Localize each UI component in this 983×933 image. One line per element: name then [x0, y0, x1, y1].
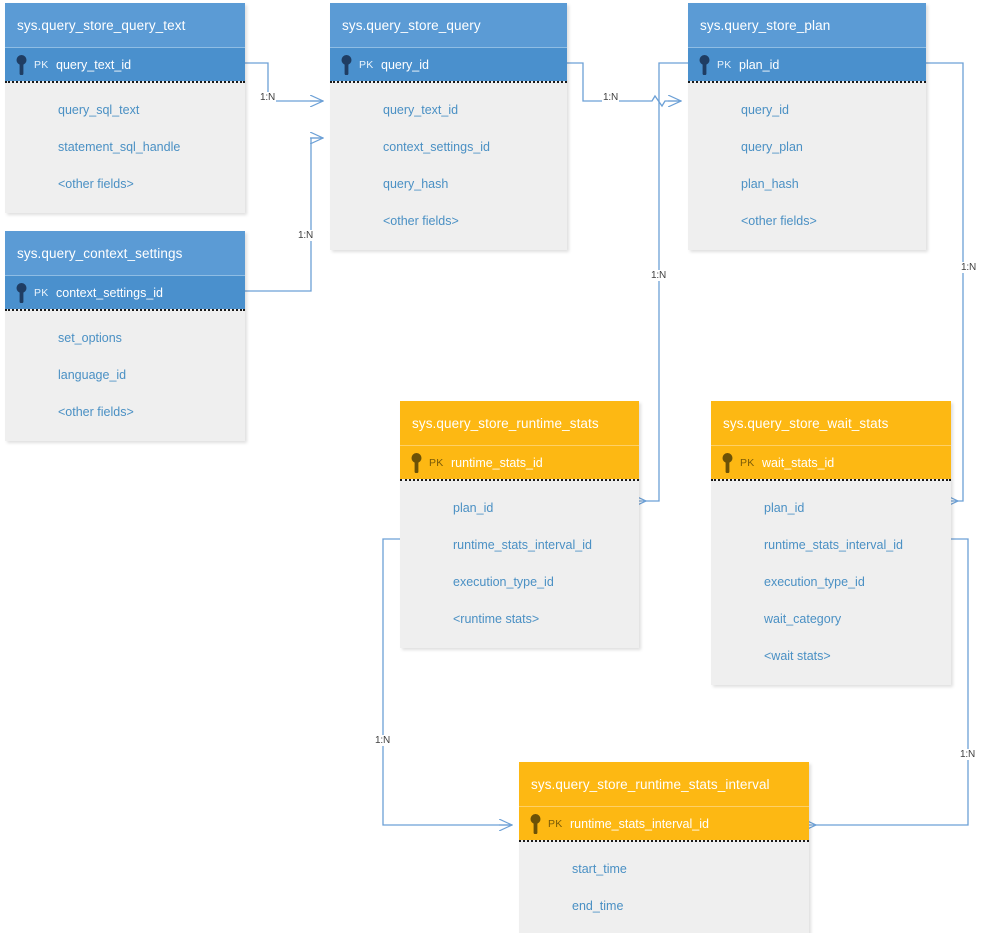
entity-field-list: start_time end_time	[519, 840, 809, 933]
entity-field: plan_id	[764, 501, 805, 515]
entity-field: language_id	[58, 368, 127, 382]
entity-primary-key-row[interactable]: PK plan_id	[688, 48, 926, 81]
pk-field-name: runtime_stats_id	[451, 455, 543, 470]
key-icon	[698, 54, 714, 76]
pk-field-name: plan_id	[739, 57, 780, 72]
entity-field-list: query_text_id context_settings_id query_…	[330, 81, 567, 250]
key-icon	[340, 54, 356, 76]
connector-plan-to-runtime-stats	[646, 62, 688, 501]
entity-field-list: plan_id runtime_stats_interval_id execut…	[711, 479, 951, 685]
pk-tag: PK	[34, 58, 49, 71]
cardinality-label-query-text-to-query: 1:N	[259, 92, 276, 103]
key-icon	[15, 54, 31, 76]
entity-query-store-wait-stats[interactable]: sys.query_store_wait_stats PK wait_stats…	[711, 401, 951, 685]
connector-query-text-to-query	[245, 62, 323, 101]
entity-title: sys.query_store_query_text	[5, 3, 245, 48]
entity-title: sys.query_context_settings	[5, 231, 245, 276]
key-icon	[410, 452, 426, 474]
entity-query-store-runtime-stats[interactable]: sys.query_store_runtime_stats PK runtime…	[400, 401, 639, 648]
cardinality-label-query-to-plan: 1:N	[602, 92, 619, 103]
entity-primary-key-row[interactable]: PK runtime_stats_id	[400, 446, 639, 479]
connector-context-to-query	[245, 138, 323, 292]
key-icon	[15, 282, 31, 304]
pk-tag: PK	[34, 286, 49, 299]
cardinality-label-plan-to-runtime-stats: 1:N	[650, 270, 667, 281]
entity-primary-key-row[interactable]: PK query_id	[330, 48, 567, 81]
entity-field: end_time	[572, 899, 624, 913]
pk-tag: PK	[740, 456, 755, 469]
entity-query-store-runtime-stats-interval[interactable]: sys.query_store_runtime_stats_interval P…	[519, 762, 809, 933]
cardinality-label-plan-to-wait-stats: 1:N	[960, 262, 977, 273]
pk-tag: PK	[359, 58, 374, 71]
entity-query-store-query-text[interactable]: sys.query_store_query_text PK query_text…	[5, 3, 245, 213]
entity-field: <runtime stats>	[453, 612, 540, 626]
pk-field-name: runtime_stats_interval_id	[570, 816, 709, 831]
pk-tag: PK	[548, 817, 563, 830]
entity-field: plan_id	[453, 501, 494, 515]
entity-field: execution_type_id	[764, 575, 865, 589]
entity-primary-key-row[interactable]: PK context_settings_id	[5, 276, 245, 309]
entity-field: query_hash	[383, 177, 449, 191]
connector-query-to-plan	[567, 62, 681, 108]
entity-field: wait_category	[764, 612, 842, 626]
key-icon	[529, 813, 545, 835]
entity-field: statement_sql_handle	[58, 140, 181, 154]
pk-tag: PK	[717, 58, 732, 71]
entity-field: execution_type_id	[453, 575, 554, 589]
entity-field: context_settings_id	[383, 140, 491, 154]
entity-field: query_id	[741, 103, 789, 117]
entity-field: query_sql_text	[58, 103, 140, 117]
entity-field: query_text_id	[383, 103, 459, 117]
entity-field-list: plan_id runtime_stats_interval_id execut…	[400, 479, 639, 648]
entity-query-store-plan[interactable]: sys.query_store_plan PK plan_id query_id…	[688, 3, 926, 250]
cardinality-label-context-to-query: 1:N	[297, 230, 314, 241]
entity-field: runtime_stats_interval_id	[453, 538, 592, 552]
pk-field-name: context_settings_id	[56, 285, 164, 300]
entity-primary-key-row[interactable]: PK query_text_id	[5, 48, 245, 81]
cardinality-label-interval-to-runtime-stats: 1:N	[374, 735, 391, 746]
entity-field: query_plan	[741, 140, 803, 154]
entity-primary-key-row[interactable]: PK runtime_stats_interval_id	[519, 807, 809, 840]
entity-field: plan_hash	[741, 177, 799, 191]
cardinality-label-interval-to-wait-stats: 1:N	[959, 749, 976, 760]
entity-field: <other fields>	[58, 177, 134, 191]
entity-query-store-query[interactable]: sys.query_store_query PK query_id query_…	[330, 3, 567, 250]
entity-title: sys.query_store_wait_stats	[711, 401, 951, 446]
pk-field-name: query_id	[381, 57, 429, 72]
entity-field: runtime_stats_interval_id	[764, 538, 903, 552]
entity-title: sys.query_store_runtime_stats	[400, 401, 639, 446]
key-icon	[721, 452, 737, 474]
pk-field-name: query_text_id	[56, 57, 132, 72]
entity-field: <other fields>	[741, 214, 817, 228]
pk-field-name: wait_stats_id	[762, 455, 835, 470]
entity-title: sys.query_store_query	[330, 3, 567, 48]
entity-primary-key-row[interactable]: PK wait_stats_id	[711, 446, 951, 479]
entity-field: <other fields>	[383, 214, 459, 228]
entity-field-list: query_sql_text statement_sql_handle <oth…	[5, 81, 245, 213]
entity-field: <wait stats>	[764, 649, 831, 663]
entity-title: sys.query_store_plan	[688, 3, 926, 48]
entity-query-context-settings[interactable]: sys.query_context_settings PK context_se…	[5, 231, 245, 441]
entity-field: set_options	[58, 331, 122, 345]
entity-field-list: set_options language_id <other fields>	[5, 309, 245, 441]
entity-field: start_time	[572, 862, 627, 876]
entity-title: sys.query_store_runtime_stats_interval	[519, 762, 809, 807]
entity-field: <other fields>	[58, 405, 134, 419]
pk-tag: PK	[429, 456, 444, 469]
entity-field-list: query_id query_plan plan_hash <other fie…	[688, 81, 926, 250]
